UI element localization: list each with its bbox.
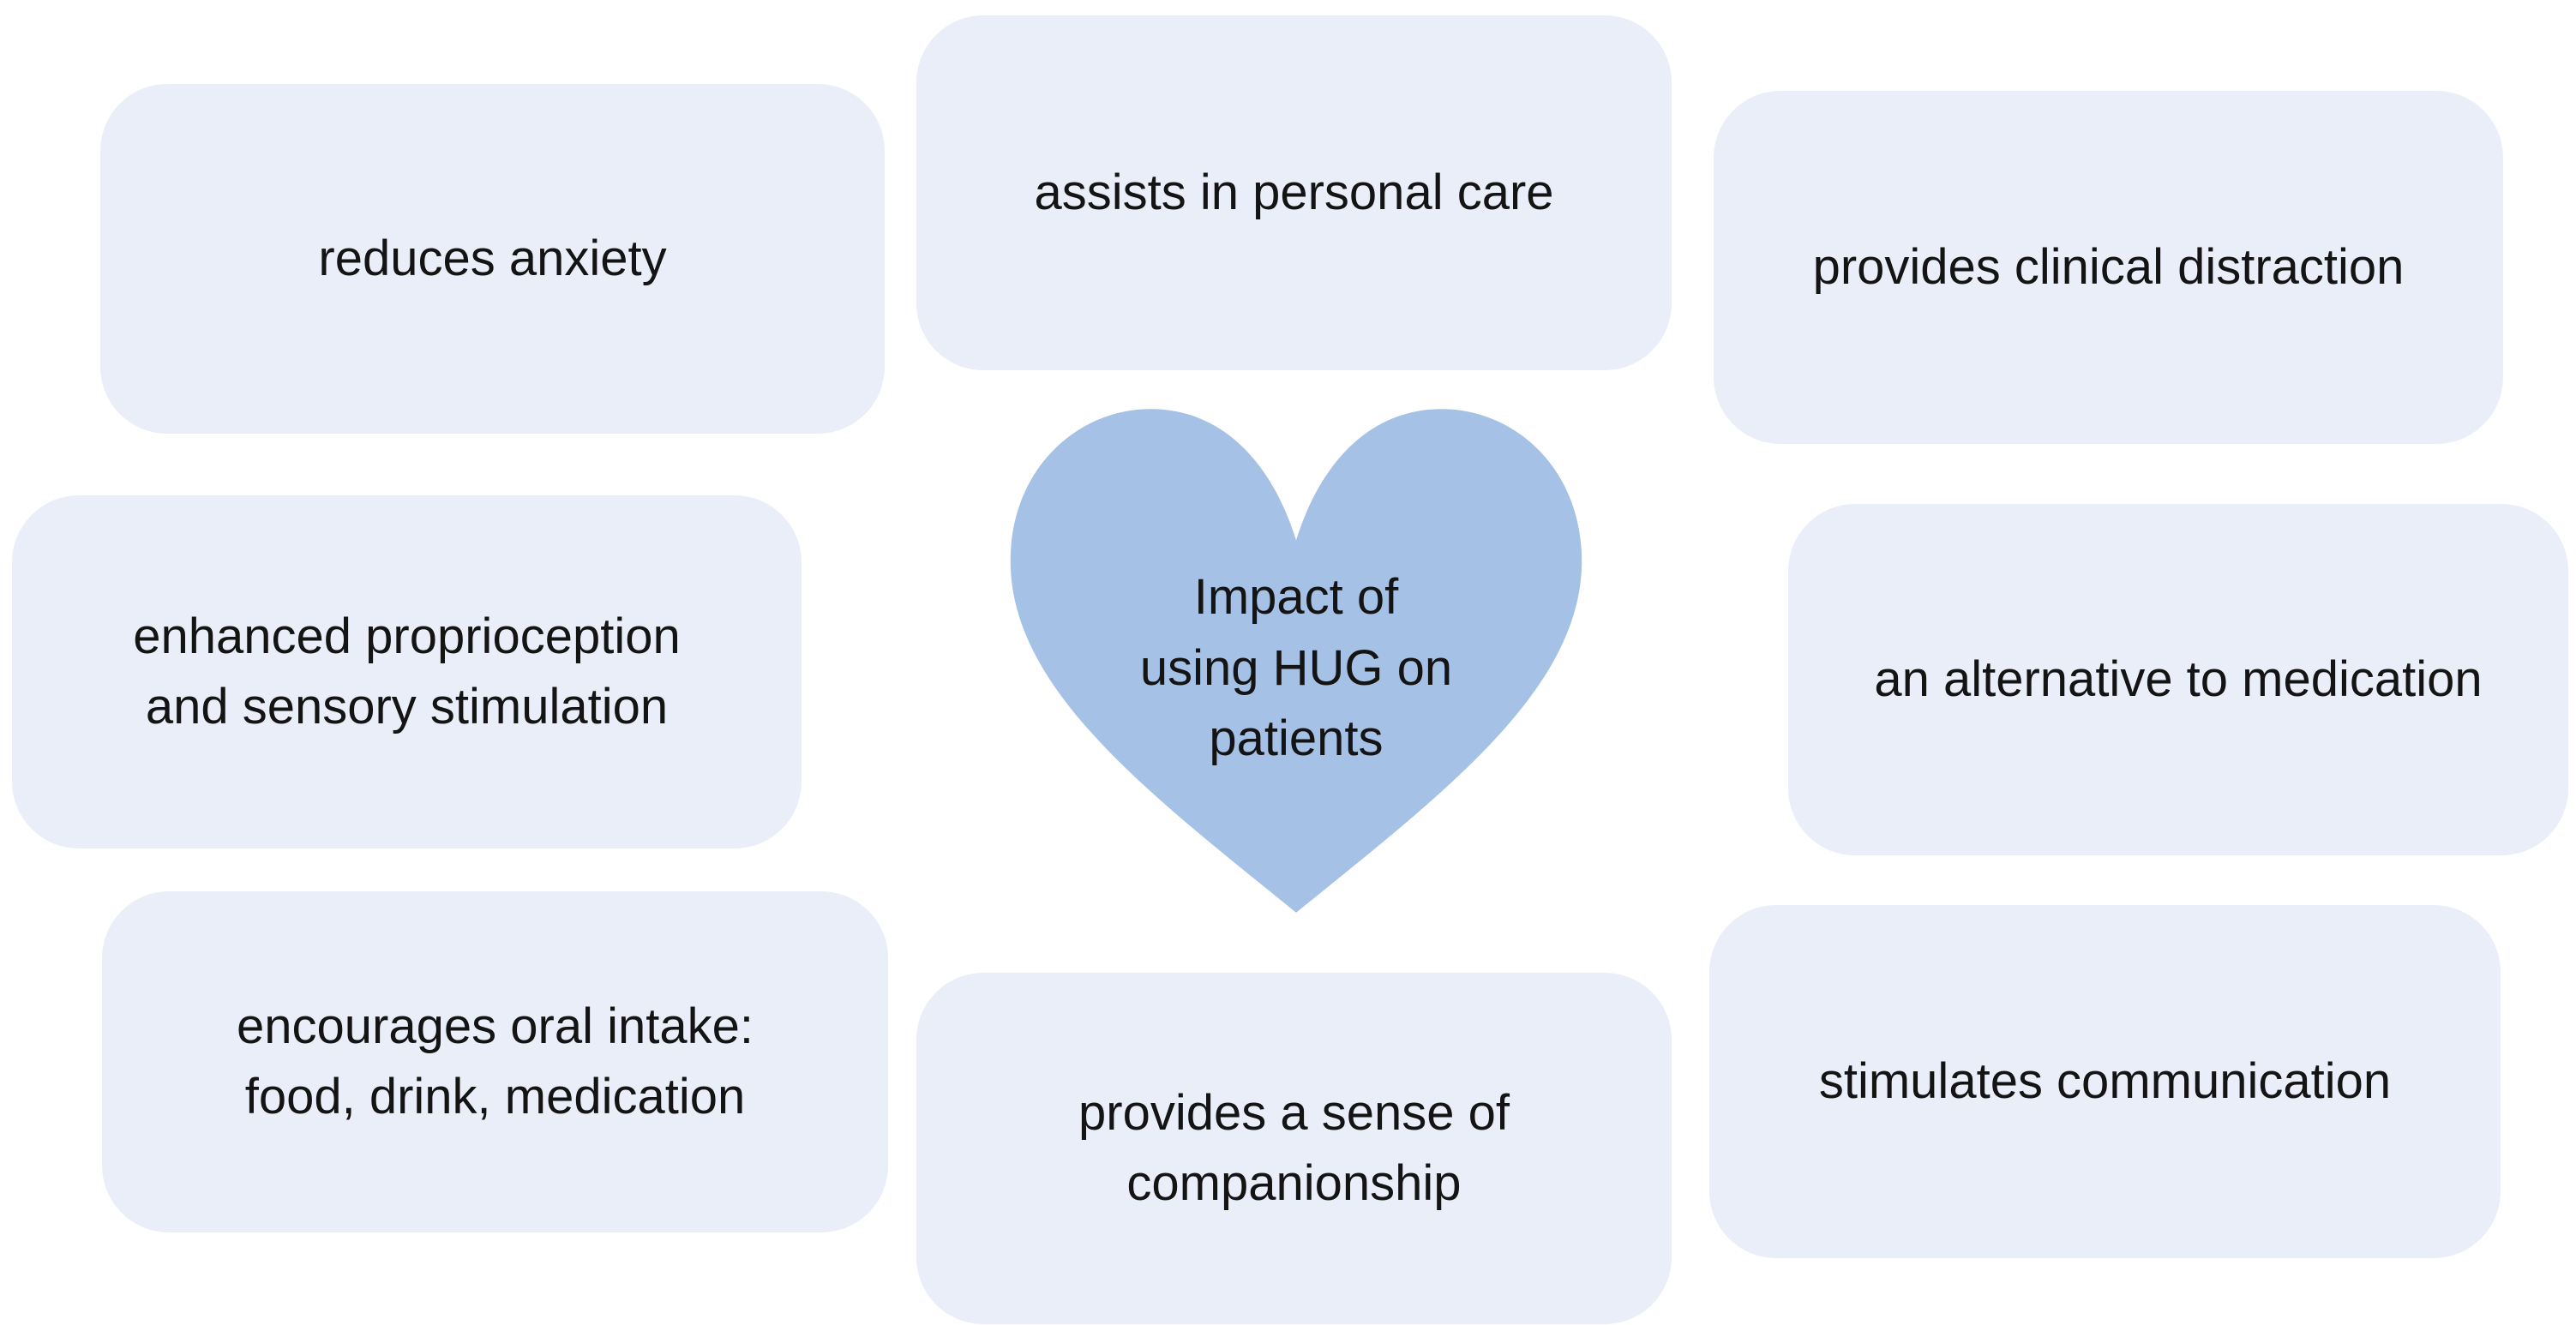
node-box-oral-intake: encourages oral intake: food, drink, med…: [102, 891, 888, 1232]
node-label: provides clinical distraction: [1812, 238, 2405, 295]
node-label: reduces anxiety: [318, 230, 667, 286]
node-box-alternative-medication: an alternative to medication: [1788, 504, 2568, 855]
node-label: encourages oral intake: food, drink, med…: [237, 998, 754, 1124]
node-box-clinical-distraction: provides clinical distraction: [1714, 91, 2503, 444]
node-label: assists in personal care: [1034, 164, 1554, 220]
node-label: an alternative to medication: [1874, 651, 2483, 707]
heart-icon: [1010, 409, 1582, 913]
node-box-companionship: provides a sense of companionship: [916, 973, 1672, 1324]
node-box-assists-personal-care: assists in personal care: [916, 15, 1672, 370]
node-box-reduces-anxiety: reduces anxiety: [100, 84, 885, 434]
center-label: Impact of using HUG on patients: [1139, 569, 1453, 767]
node-box-proprioception-sensory: enhanced proprioception and sensory stim…: [12, 495, 802, 848]
node-label: provides a sense of companionship: [1078, 1084, 1510, 1211]
heart-shape: Impact of using HUG on patients: [990, 396, 1602, 920]
heart-path: [1010, 409, 1582, 913]
node-label: stimulates communication: [1818, 1052, 2392, 1109]
node-box-stimulates-communication: stimulates communication: [1709, 905, 2501, 1258]
node-label: enhanced proprioception and sensory stim…: [133, 608, 681, 734]
